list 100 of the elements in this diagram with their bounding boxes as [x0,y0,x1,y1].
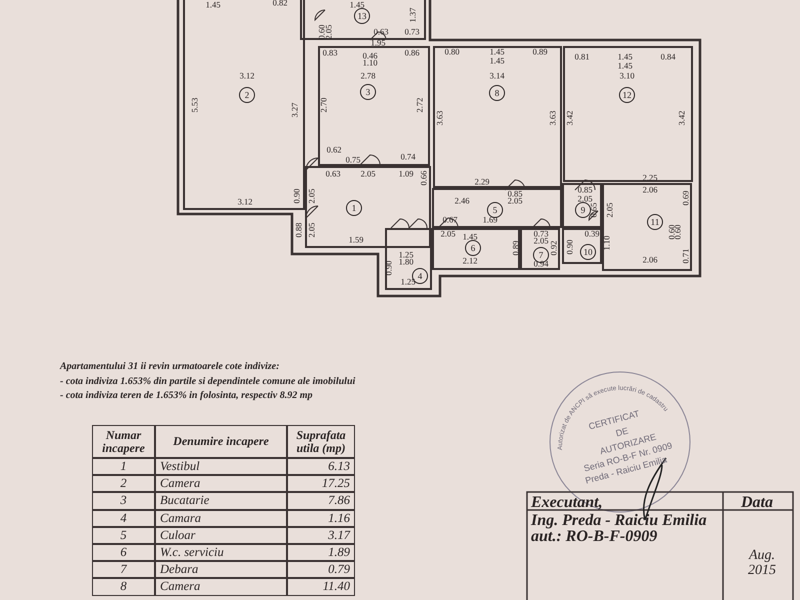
table-cell: 17.25 [287,475,355,492]
dimension-label: 2.72 [416,98,424,112]
room-outline [520,228,560,270]
room-outline [385,228,432,290]
dimension-label: 0.66 [420,170,428,186]
room-outline [318,46,430,166]
room-number: 8 [489,85,505,101]
dimension-label: 0.90 [292,188,302,204]
dimension-label: 2.05 [578,194,592,204]
table-cell: 7 [92,561,155,578]
dimension-label: 0.62 [326,146,342,154]
room-number: 3 [360,84,376,100]
table-cell: 6 [92,544,155,562]
room-outline [602,183,692,271]
room-outline [432,228,520,270]
table-cell: 6.13 [287,458,355,476]
dimension-label: 3.14 [490,72,504,80]
dimension-label: 0.80 [444,48,460,56]
dimension-label: 2.05 [606,202,614,218]
dimension-label: 2.78 [360,72,376,80]
dimension-label: 0.89 [532,48,548,56]
dimension-label: 0.85 [578,186,592,194]
table-cell: Camera [155,578,287,596]
dimension-label: 1.37 [408,8,418,22]
signature-block-text: aut.: RO-B-F-0909 [531,528,658,546]
dimension-label: 2.46 [454,196,470,206]
table-cell: 7.86 [287,492,355,510]
dimension-label: 2.05 [534,236,548,246]
dimension-label: 1.45 [618,62,632,70]
dimension-label: 3.12 [240,72,254,80]
dimension-label: 0.60 [668,224,676,240]
room-outline [562,183,602,228]
dimension-label: 0.90 [566,240,574,254]
dimension-label: 2.05 [360,170,376,178]
dimension-label: 1.09 [398,170,414,178]
room-outline [432,188,562,228]
dimension-label: 0.60 [674,224,682,240]
dimension-label: 3.63 [548,110,558,126]
dimension-label: 3.63 [436,110,444,126]
room-number: 2 [239,87,255,103]
table-cell: 1.16 [287,510,355,527]
table-cell: 11.40 [287,578,355,596]
dimension-label: 3.10 [620,72,634,80]
dimension-label: 2.12 [462,256,478,266]
table-cell: 4 [92,510,155,527]
dimension-label: 2.06 [642,186,658,194]
dimension-label: 2.06 [642,256,658,264]
dimension-label: 2.05 [508,196,522,206]
dimension-label: 2.25 [642,174,658,182]
room-outline [433,46,562,188]
room-number: 11 [647,214,663,230]
note-text: Apartamentului 31 ii revin urmatoarele cote indivize: [60,361,280,372]
dimension-label: 0.83 [322,48,338,58]
dimension-label: 1.45 [490,56,504,66]
signature-block-text: Executant, [531,494,603,512]
table-cell: 8 [92,578,155,596]
dimension-label: 1.45 [350,0,364,10]
table-cell: Culoar [155,526,287,544]
dimension-label: 0.81 [574,52,590,62]
dimension-label: 0.46 [362,52,378,60]
dimension-label: 0.90 [384,260,394,276]
dimension-label: 3.42 [678,110,686,126]
dimension-label: 1.45 [490,48,504,56]
signature-block-text: Data [741,494,773,512]
room-number: 9 [575,202,591,218]
dimension-label: 3.27 [290,102,300,118]
dimension-label: 2.05 [308,188,316,204]
dimension-label: 0.73 [404,28,420,36]
table-cell: 3 [92,492,155,510]
dimension-label: 0.63 [374,28,388,36]
room-number: 5 [487,202,503,218]
table-cell: 0.79 [287,561,355,578]
room-number: 6 [465,240,481,256]
table-cell: 1 [92,458,155,476]
room-outline [305,166,431,248]
dimension-label: 0.75 [346,156,360,164]
dimension-label: 0.89 [512,240,520,256]
dimension-label: 0.63 [326,170,340,178]
room-outline [563,46,693,182]
dimension-label: 3.42 [566,110,574,126]
table-cell: 3.17 [287,526,355,544]
dimension-label: 5.53 [190,98,200,112]
dimension-label: 1.59 [348,236,364,244]
dimension-label: 0.73 [534,230,548,238]
dimension-label: 0.84 [660,52,676,62]
table-cell: Camera [155,475,287,492]
dimension-label: 1.25 [398,250,414,260]
dimension-label: 3.12 [238,198,252,206]
dimension-label: 0.39 [584,230,600,238]
dimension-label: 0.71 [682,248,690,264]
room-number: 12 [619,87,635,103]
dimension-label: 1.10 [362,58,378,68]
dimension-label: 0.74 [400,152,416,162]
dimension-label: 0.88 [294,222,304,238]
table-cell: Bucatarie [155,492,287,510]
dimension-label: 1.25 [400,278,416,286]
dimension-label: 1.95 [370,38,386,48]
dimension-label: 0.85 [508,190,522,198]
room-number: 13 [354,8,370,24]
dimension-label: 2.05 [308,222,316,238]
